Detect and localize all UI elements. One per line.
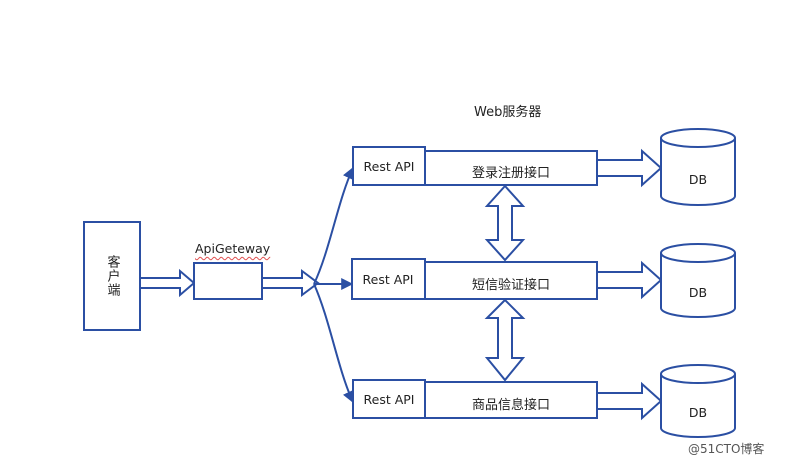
db-label-2: DB: [688, 285, 708, 300]
db-cylinder-1: [660, 128, 736, 206]
client-label: 客户端: [104, 255, 120, 297]
db-label-3: DB: [688, 405, 708, 420]
interface-label-3: 商品信息接口: [471, 398, 550, 413]
db-label-1: DB: [688, 172, 708, 187]
arrow-gateway-to-branch: [261, 269, 320, 297]
arrow-client-to-gateway: [139, 268, 196, 298]
arrow-to-db-1: [596, 148, 663, 188]
rest-api-box-1: [352, 146, 426, 186]
gateway-box: [193, 262, 263, 300]
rest-api-label-2: Rest API: [362, 272, 414, 287]
interface-label-1: 登录注册接口: [471, 166, 550, 181]
branch-line-bottom: [313, 283, 354, 404]
rest-api-label-3: Rest API: [363, 392, 415, 407]
web-server-title: Web服务器: [474, 105, 542, 120]
arrow-to-db-3: [596, 381, 663, 421]
interface-label-2: 短信验证接口: [471, 278, 550, 293]
rest-api-label-1: Rest API: [363, 159, 415, 174]
interface-box-1: [424, 150, 598, 186]
client-box: [83, 221, 141, 331]
db-cylinder-2: [660, 243, 736, 318]
arrow-to-db-2: [596, 260, 663, 300]
branch-line-top: [313, 166, 354, 285]
double-arrow-1-2: [484, 184, 526, 262]
db-cylinder-3: [660, 364, 736, 438]
gateway-label: ApiGeteway: [195, 241, 271, 256]
watermark: @51CTO博客: [688, 442, 765, 456]
double-arrow-2-3: [484, 298, 526, 382]
